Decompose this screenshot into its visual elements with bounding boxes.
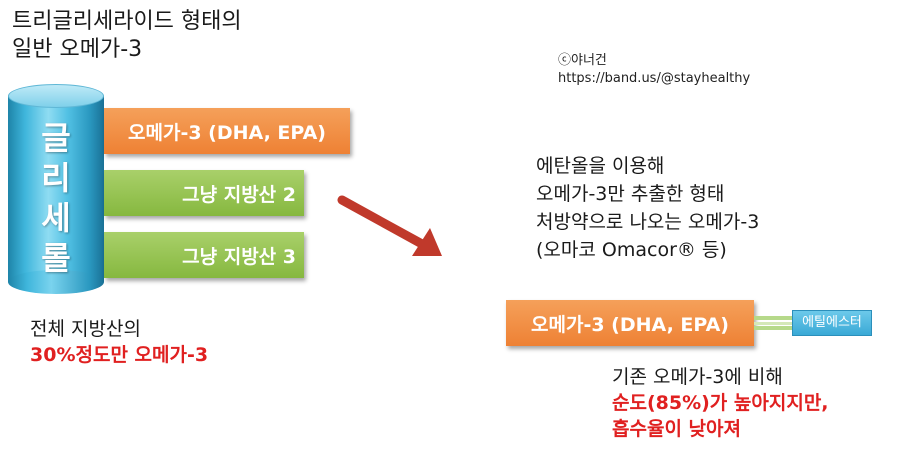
title-line-1: 트리글리세라이드 형태의 [12, 9, 242, 34]
copyright-block: ⓒ야너건 https://band.us/@stayhealthy [558, 52, 750, 88]
cylinder-char-3: 세 [41, 199, 71, 237]
cylinder-top [8, 84, 104, 108]
cylinder-bottom [8, 270, 104, 294]
left-note: 전체 지방산의 30%정도만 오메가-3 [30, 316, 208, 368]
left-note-highlight: 30%정도만 오메가-3 [30, 344, 209, 366]
omega3-ester-bar: 오메가-3 (DHA, EPA) [506, 300, 754, 346]
fatty-acid-2-bar: 그냥 지방산 2 [104, 170, 304, 216]
right-desc-line-1: 에탄올을 이용해 [536, 155, 665, 177]
transform-arrow-icon [337, 195, 442, 256]
copyright-url: https://band.us/@stayhealthy [558, 71, 751, 86]
ethyl-ester-box: 에틸에스터 [792, 310, 872, 336]
cylinder-char-2: 리 [41, 159, 71, 197]
copyright-author: ⓒ야너건 [558, 53, 607, 68]
right-note-highlight-1: 순도(85%)가 높아지지만, [612, 392, 829, 414]
right-note-highlight-2: 흡수율이 낮아져 [612, 418, 741, 440]
right-desc-line-3: 처방약으로 나오는 오메가-3 [536, 211, 760, 233]
glycerol-cylinder: 글 리 세 롤 [8, 84, 104, 294]
right-desc-line-4: (오마코 Omacor® 등) [536, 239, 727, 261]
left-note-line-1: 전체 지방산의 [30, 318, 141, 340]
right-desc-line-2: 오메가-3만 추출한 형태 [536, 183, 725, 205]
diagram-title: 트리글리세라이드 형태의 일반 오메가-3 [12, 8, 242, 64]
right-note: 기존 오메가-3에 비해 순도(85%)가 높아지지만, 흡수율이 낮아져 [612, 364, 829, 442]
cylinder-body [8, 96, 104, 282]
omega3-chain-bar: 오메가-3 (DHA, EPA) [104, 108, 350, 154]
fatty-acid-3-bar: 그냥 지방산 3 [104, 232, 304, 278]
cylinder-label: 글 리 세 롤 [8, 118, 104, 278]
title-line-2: 일반 오메가-3 [12, 37, 143, 62]
cylinder-char-4: 롤 [41, 239, 71, 277]
ester-link-icon [754, 316, 792, 330]
right-description: 에탄올을 이용해 오메가-3만 추출한 형태 처방약으로 나오는 오메가-3 (… [536, 152, 759, 264]
right-note-line-1: 기존 오메가-3에 비해 [612, 366, 783, 388]
cylinder-char-1: 글 [41, 119, 71, 157]
